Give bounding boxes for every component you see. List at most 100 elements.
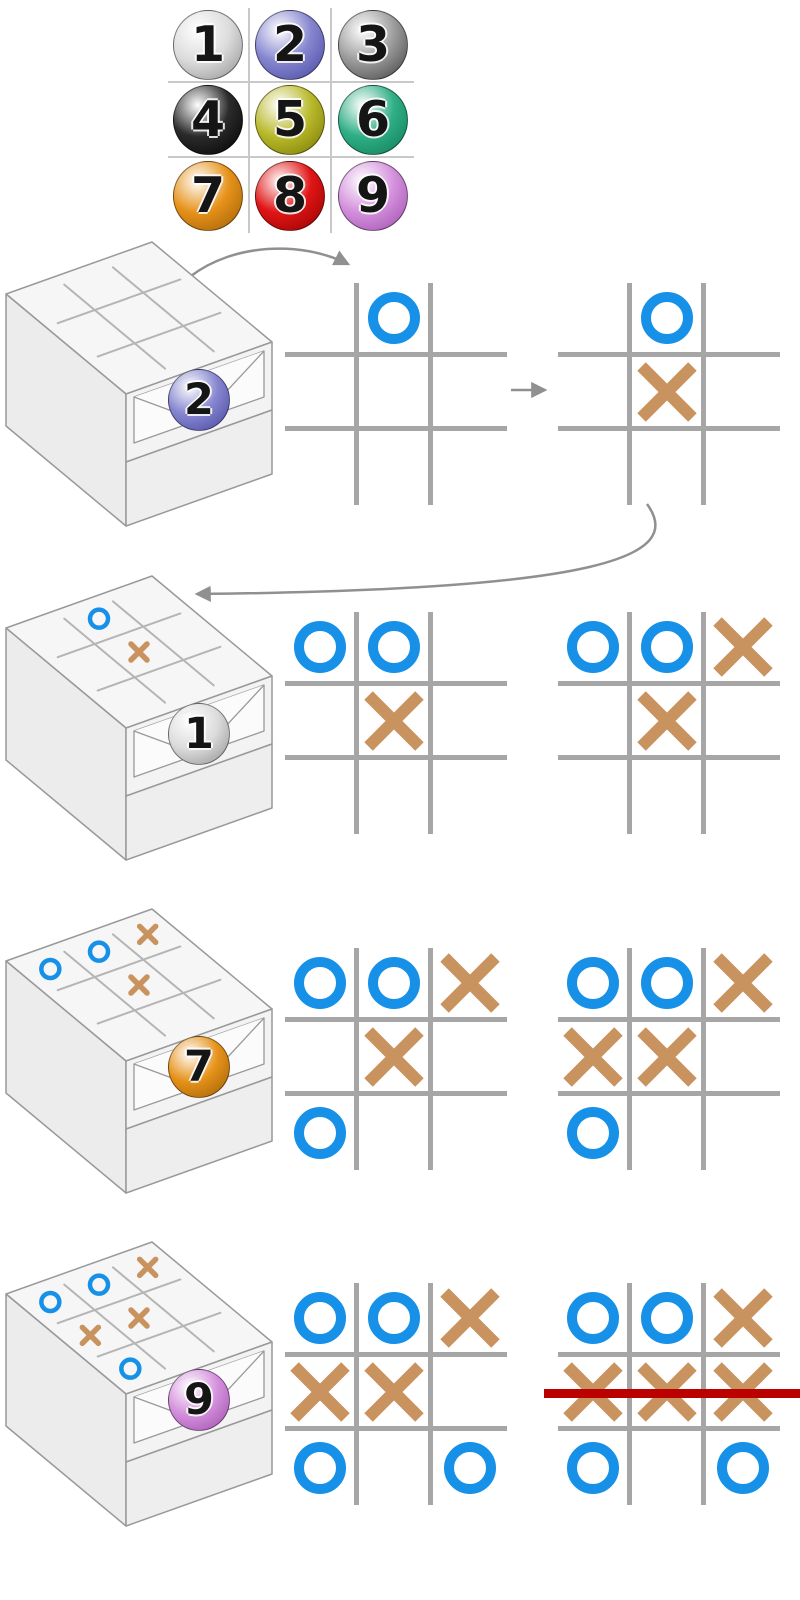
board-cell [359, 686, 433, 760]
box-bottom-face [125, 743, 273, 861]
board-cell [632, 612, 706, 686]
o-mark [367, 956, 420, 1009]
move-ball-holder: 1 [168, 703, 230, 765]
board-cell [558, 431, 632, 505]
x-mark [440, 952, 500, 1013]
board-cell [359, 1022, 433, 1096]
box-bottom-face [125, 1409, 273, 1527]
mailbox-move-1: 2 [0, 238, 290, 568]
board-state-1 [285, 283, 507, 505]
board-cell [433, 1022, 507, 1096]
board-cell [359, 1431, 433, 1505]
o-mark [640, 956, 693, 1009]
board-state-6 [558, 948, 780, 1170]
board-cell [558, 1096, 632, 1170]
mini-x-mark [128, 1307, 150, 1329]
board-cell [285, 1022, 359, 1096]
move-ball-holder: 2 [168, 369, 230, 431]
board-cell [632, 686, 706, 760]
mailbox-move-2: 1 [0, 572, 290, 902]
x-mark [289, 1361, 350, 1422]
mini-grid-line [56, 612, 182, 659]
board-cell [285, 431, 359, 505]
o-mark [293, 1107, 346, 1159]
ball-3: 3 [338, 9, 408, 80]
move-ball-holder: 9 [168, 1369, 230, 1431]
board-cell [433, 1357, 507, 1431]
x-mark [636, 361, 697, 422]
mini-x-mark [79, 1324, 102, 1347]
mini-grid-line [111, 600, 215, 687]
mini-o-mark [87, 940, 111, 963]
ball-grid-cell: 6 [332, 83, 414, 158]
board-cell [558, 357, 632, 431]
x-mark [636, 690, 697, 751]
o-mark [566, 1442, 619, 1494]
board-cell [433, 1283, 507, 1357]
return-arrow-icon [194, 503, 657, 602]
board-cell [706, 686, 780, 760]
board-cell [706, 1096, 780, 1170]
mini-grid-line [63, 283, 167, 370]
o-mark [566, 620, 619, 673]
mini-grid-line [63, 617, 167, 704]
board-cell [632, 1431, 706, 1505]
o-mark [293, 956, 346, 1009]
mailbox-move-4: 9 [0, 1238, 290, 1568]
board-cell [706, 612, 780, 686]
mini-grid-line [96, 645, 222, 692]
board-cell [359, 431, 433, 505]
board-cell [433, 283, 507, 357]
mini-grid-line [63, 950, 167, 1037]
board-cell [359, 612, 433, 686]
board-cell [359, 1096, 433, 1170]
ball-2: 2 [255, 9, 325, 80]
o-mark [566, 1107, 619, 1159]
o-mark [640, 291, 693, 344]
board-cell [433, 686, 507, 760]
o-mark [293, 620, 346, 673]
o-mark [566, 1291, 619, 1344]
board-cell [285, 283, 359, 357]
ball-6: 6 [338, 84, 408, 155]
board-cell [706, 1431, 780, 1505]
board-cell [558, 686, 632, 760]
board-cell [632, 283, 706, 357]
o-mark [566, 956, 619, 1009]
board-state-3 [285, 612, 507, 834]
mini-grid-line [96, 1311, 222, 1358]
board-cell [285, 1283, 359, 1357]
ball-9: 9 [338, 160, 408, 231]
board-cell [359, 283, 433, 357]
ball-grid-cell: 9 [332, 158, 414, 233]
board-cell [632, 1022, 706, 1096]
mini-o-mark [87, 1273, 111, 1296]
box-sketch-board [39, 1256, 222, 1380]
mini-grid-line [56, 945, 182, 992]
x-mark [713, 616, 773, 677]
o-mark [293, 1442, 346, 1494]
board-cell [433, 357, 507, 431]
mini-x-mark [136, 923, 159, 946]
box-bottom-face [125, 409, 273, 527]
x-mark [636, 1026, 697, 1087]
ball-grid-cell: 3 [332, 8, 414, 83]
mini-grid-line [111, 266, 215, 353]
o-mark [367, 620, 420, 673]
mini-o-mark [119, 1357, 142, 1380]
o-mark [640, 1291, 693, 1344]
ball-grid-cell: 5 [250, 83, 332, 158]
board-cell [706, 357, 780, 431]
board-cell [359, 948, 433, 1022]
board-cell [285, 1431, 359, 1505]
ball-grid-cell: 2 [250, 8, 332, 83]
x-mark [363, 690, 424, 751]
box-sketch-board [56, 600, 222, 704]
right-arrow-icon [511, 381, 548, 399]
ball-5: 5 [255, 84, 325, 155]
o-mark [367, 1291, 420, 1344]
board-cell [632, 760, 706, 834]
board-cell [433, 1431, 507, 1505]
board-cell [706, 431, 780, 505]
